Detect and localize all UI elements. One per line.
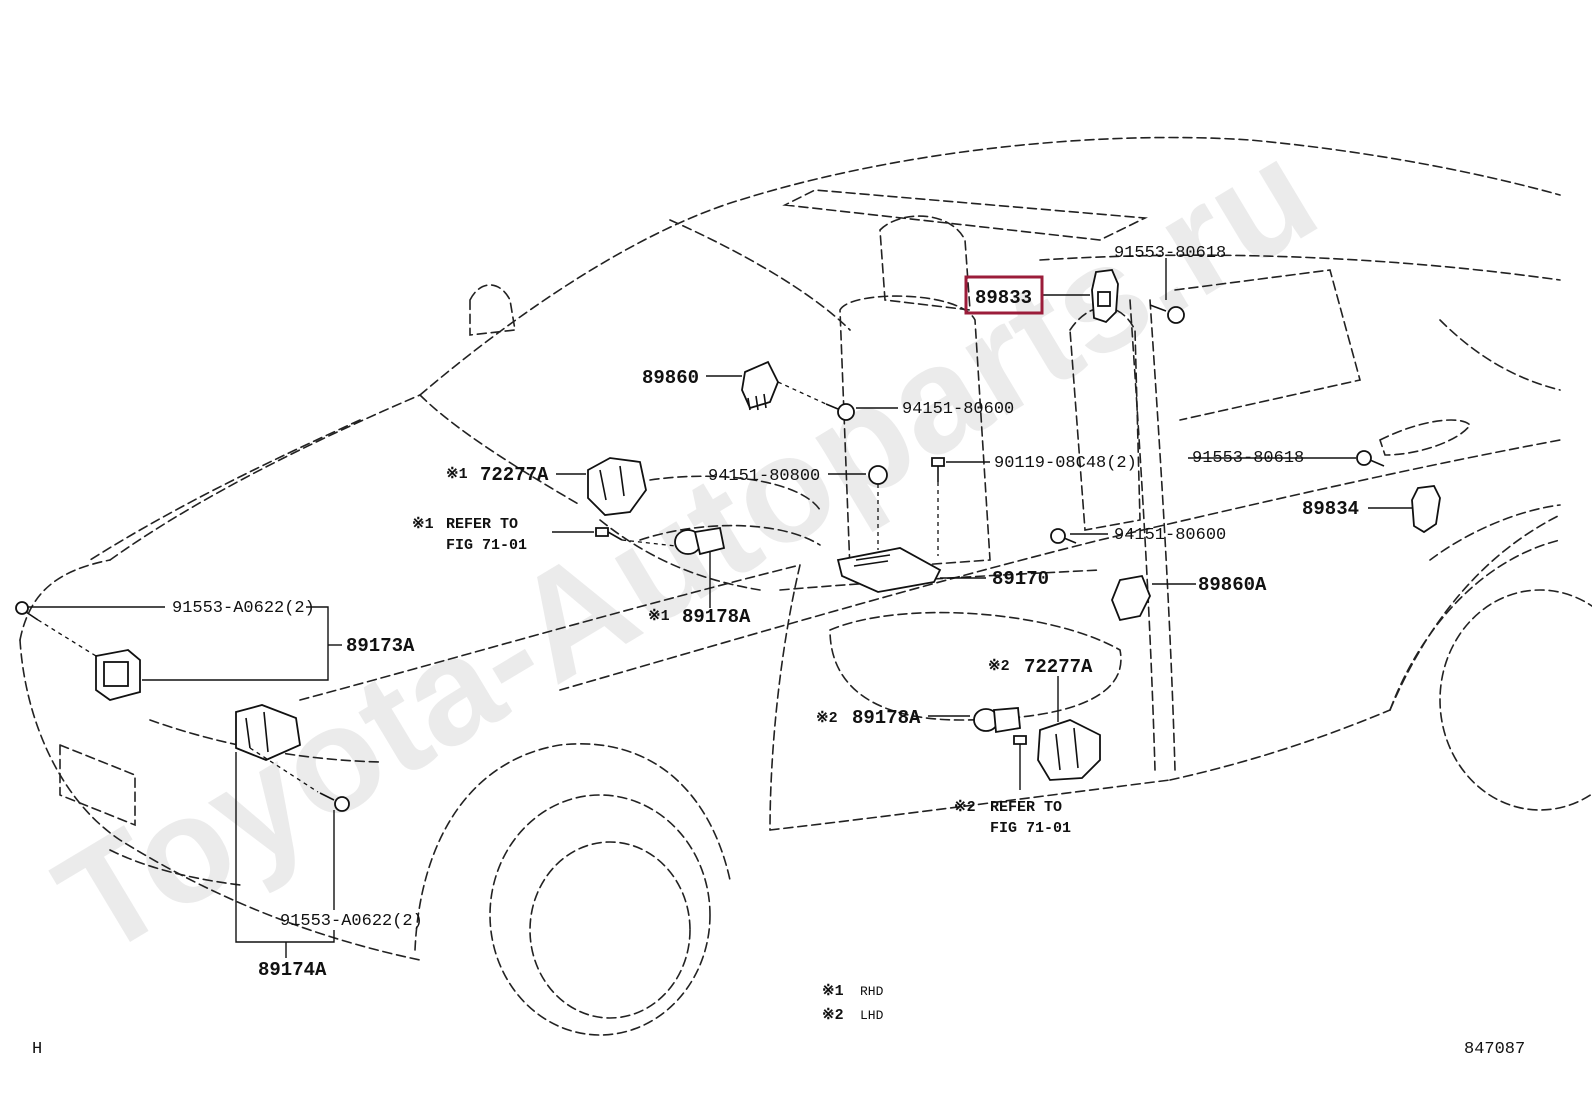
figure-number: 847087: [1464, 1040, 1525, 1059]
bolt-90119-08c48: [931, 457, 945, 482]
bolt-refer2: [1013, 735, 1027, 745]
label-91553-a0622-top[interactable]: 91553-A0622(2): [172, 599, 315, 618]
bolt-91553-a0622-top: [15, 601, 39, 621]
legend-lhd: LHD: [860, 1008, 884, 1023]
sensor-89834: [1411, 485, 1441, 534]
bolt-91553-a0622-bottom: [319, 792, 350, 812]
bolt-refer1: [595, 527, 623, 541]
sensor-89860: [741, 360, 779, 411]
bolt-91553-80618-top: [1149, 304, 1185, 324]
bolt-94151-80600-mid: [1050, 528, 1077, 544]
label-72277a-1[interactable]: 72277A: [480, 464, 549, 486]
label-89170[interactable]: 89170: [992, 568, 1049, 590]
mark-1-refer: ※1: [412, 516, 434, 533]
leader-lines: [28, 258, 1412, 958]
bolt-94151-80600-top: [825, 403, 855, 421]
mark-2-72277a: ※2: [988, 658, 1010, 675]
sensor-89173a: [95, 649, 141, 701]
label-91553-80618-top[interactable]: 91553-80618: [1114, 244, 1226, 263]
airbag-module-89170: [836, 547, 942, 593]
legend: ※1 RHD ※2 LHD: [822, 983, 884, 1024]
label-89860[interactable]: 89860: [642, 367, 699, 389]
refer1-line2[interactable]: FIG 71-01: [446, 537, 527, 554]
label-90119-08c48[interactable]: 90119-08C48(2): [994, 454, 1137, 473]
legend-mark-1: ※1: [822, 983, 844, 1000]
label-91553-a0622-bottom[interactable]: 91553-A0622(2): [280, 912, 423, 931]
label-89173a[interactable]: 89173A: [346, 635, 415, 657]
mark-1-72277a: ※1: [446, 466, 468, 483]
label-72277a-2[interactable]: 72277A: [1024, 656, 1093, 678]
label-89178a-1[interactable]: 89178A: [682, 606, 751, 628]
bolt-91553-80618-right: [1356, 450, 1385, 467]
label-89833[interactable]: 89833: [975, 287, 1032, 309]
highlight-box-89833: [964, 275, 1044, 315]
legend-rhd: RHD: [860, 984, 884, 999]
refer2-line2[interactable]: FIG 71-01: [990, 820, 1071, 837]
car-outline: [19, 136, 1592, 1036]
refer1-line1: REFER TO: [446, 516, 518, 533]
label-89834[interactable]: 89834: [1302, 498, 1359, 520]
label-89860a[interactable]: 89860A: [1198, 574, 1267, 596]
part-labels: 89833 91553-80618 89860 94151-80600 ※1 7…: [172, 244, 1359, 981]
sensor-89178a-1: [674, 526, 726, 556]
label-94151-80600-mid[interactable]: 94151-80600: [1114, 526, 1226, 545]
label-94151-80800[interactable]: 94151-80800: [708, 467, 820, 486]
nut-94151-80800: [868, 465, 888, 485]
label-91553-80618-right[interactable]: 91553-80618: [1192, 449, 1304, 468]
label-94151-80600-top[interactable]: 94151-80600: [902, 400, 1014, 419]
bracket-72277a-1: [587, 457, 647, 516]
mark-2-refer: ※2: [954, 799, 976, 816]
label-89178a-2[interactable]: 89178A: [852, 707, 921, 729]
sensor-89174a: [235, 704, 301, 761]
sensor-89860a: [1111, 574, 1151, 622]
corner-letter: H: [32, 1040, 42, 1059]
legend-mark-2: ※2: [822, 1007, 844, 1024]
bracket-72277a-2: [1037, 719, 1101, 781]
mark-1-89178a: ※1: [648, 608, 670, 625]
sensor-89833: [1091, 269, 1119, 324]
sensor-89178a-2: [973, 707, 1021, 734]
label-89174a[interactable]: 89174A: [258, 959, 327, 981]
refer2-line1: REFER TO: [990, 799, 1062, 816]
mark-2-89178a: ※2: [816, 710, 838, 727]
